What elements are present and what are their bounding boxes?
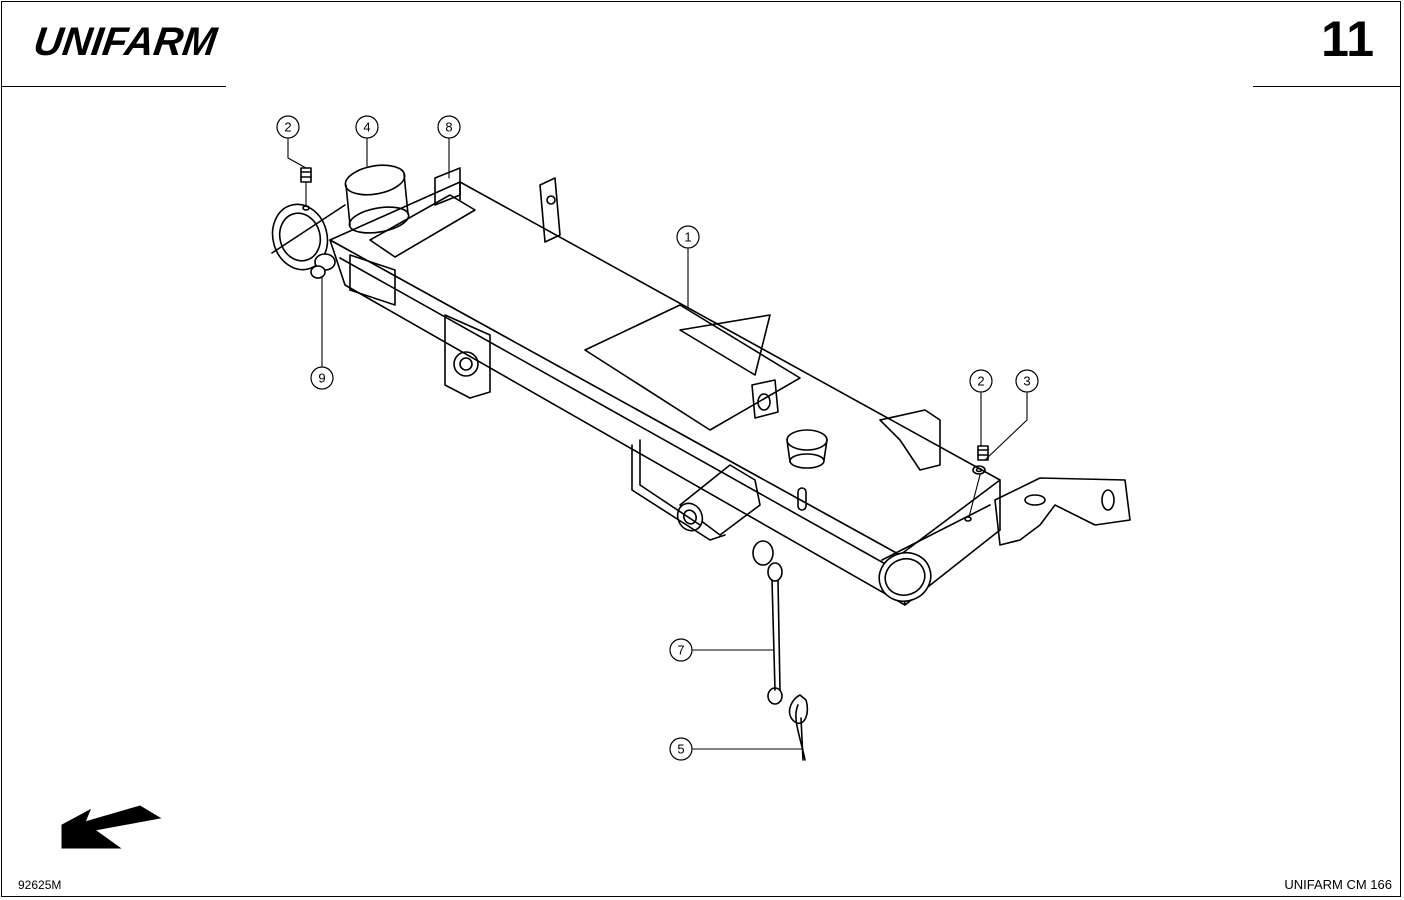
- callout-2-front: 2: [284, 120, 291, 135]
- spigot: [631, 439, 807, 541]
- pivot-pin: [310, 253, 336, 279]
- callout-4: 4: [363, 120, 370, 135]
- front-direction-arrow-icon: [61, 805, 162, 849]
- retaining-chain: [752, 540, 783, 705]
- callout-1: 1: [684, 230, 691, 245]
- grease-nipple-rear: [964, 445, 989, 522]
- callout-8: 8: [445, 120, 452, 135]
- header-rule-left: [2, 86, 226, 87]
- callout-circles: [276, 115, 1039, 761]
- callout-labels: 2 4 8 1 9 2 3 7 5: [284, 120, 1030, 757]
- center-plate: [584, 304, 801, 431]
- callout-5: 5: [677, 742, 684, 757]
- callout-9: 9: [318, 371, 325, 386]
- callout-7: 7: [677, 643, 684, 658]
- front-bearing-ring: [271, 203, 346, 271]
- bushing: [344, 164, 410, 234]
- header-rule-right: [1253, 86, 1401, 87]
- leader-lines: [287, 138, 1028, 750]
- model-label: UNIFARM CM 166: [1284, 877, 1392, 892]
- collar: [786, 429, 828, 469]
- top-plate: [369, 167, 476, 258]
- callout-2-rear: 2: [977, 374, 984, 389]
- figure-code: 92625M: [18, 878, 62, 892]
- callout-3: 3: [1023, 374, 1030, 389]
- mounting-brackets: [349, 177, 1131, 546]
- rear-tube: [878, 504, 991, 603]
- page-number: 11: [1321, 11, 1374, 67]
- r-clip: [788, 694, 809, 761]
